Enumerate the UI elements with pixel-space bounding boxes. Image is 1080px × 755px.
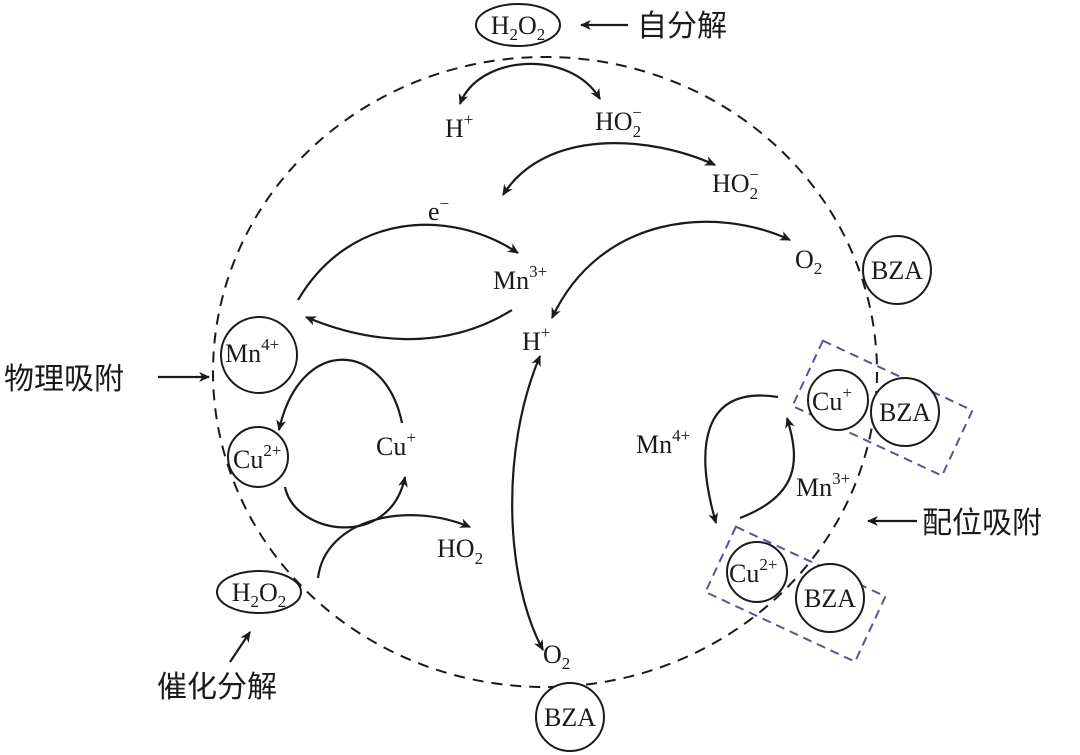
mn3-center-label: Mn3+ <box>493 262 547 295</box>
bza-cu-plus-label: BZA <box>879 398 931 427</box>
cu-plus-left-label: Cu+ <box>376 428 416 461</box>
h2o2-bottom-ring <box>216 570 302 614</box>
cu2-to-cu-plus-right-arrow <box>739 416 796 520</box>
electron-transfer-arrow <box>297 223 519 301</box>
h2o2-top-ring <box>475 3 561 47</box>
ho2-minus-1-label: HO2− <box>595 103 642 141</box>
physical-adsorption-label: 物理吸附 <box>4 362 124 397</box>
ho2-label: HO2 <box>437 534 483 568</box>
bza-cu2-label: BZA <box>804 584 856 613</box>
bza-right-top-ring <box>862 235 932 305</box>
cu-plus-to-cu2-arrow <box>276 358 404 432</box>
mn4-left-ring <box>220 316 298 394</box>
bza-cu2-ring <box>795 563 865 633</box>
ho2-minus-2-label: HO2− <box>712 165 759 203</box>
h2o2-split-arrow <box>458 62 601 106</box>
coordination-adsorption-label: 配位吸附 <box>922 506 1042 541</box>
mn3-to-mn4-arrow <box>304 309 513 341</box>
bza-right-top-label: BZA <box>871 256 923 285</box>
cu-plus-to-cu2-right-arrow <box>704 394 779 525</box>
cu2-left-ring <box>227 426 289 488</box>
h-plus-mid-label: H+ <box>522 323 550 356</box>
mn3-o2-h-arrow <box>551 220 791 319</box>
ho2-exchange-arrow <box>502 142 716 196</box>
bza-bottom-label: BZA <box>544 703 596 732</box>
cu-plus-right-label: Cu+ <box>812 383 852 416</box>
self-decomposition-label: 自分解 <box>637 9 727 44</box>
h-o2-vertical-arrow <box>511 354 544 651</box>
cu2-right-ring <box>726 541 788 603</box>
h-plus-top-label: H+ <box>445 110 473 143</box>
cu2-bza-complex-box <box>704 525 887 664</box>
particle-boundary <box>212 56 878 688</box>
h2o2-top-label: H2O2 <box>491 11 546 44</box>
bza-bottom-ring <box>535 682 605 752</box>
cu2-right-label: Cu2+ <box>729 555 777 588</box>
cu2-to-cu-plus-arrow <box>283 475 408 529</box>
mn4-left-label: Mn4+ <box>225 335 279 368</box>
h2o2-to-ho2-arrow <box>316 514 472 579</box>
o2-bottom-label: O2 <box>543 640 570 673</box>
cu-plus-bza-complex-box <box>791 339 974 478</box>
catalytic-decomposition-pointer <box>229 631 251 663</box>
cu-plus-right-ring <box>807 369 869 431</box>
electron-label: e− <box>428 194 449 226</box>
mn3-right-label: Mn3+ <box>796 469 850 502</box>
o2-top-label: O2 <box>795 245 822 278</box>
cu2-left-label: Cu2+ <box>233 441 281 474</box>
mn4-right-label: Mn4+ <box>636 426 690 459</box>
catalytic-decomposition-label: 催化分解 <box>157 670 277 705</box>
bza-cu-plus-ring <box>870 377 940 447</box>
h2o2-bottom-label: H2O2 <box>232 578 287 611</box>
